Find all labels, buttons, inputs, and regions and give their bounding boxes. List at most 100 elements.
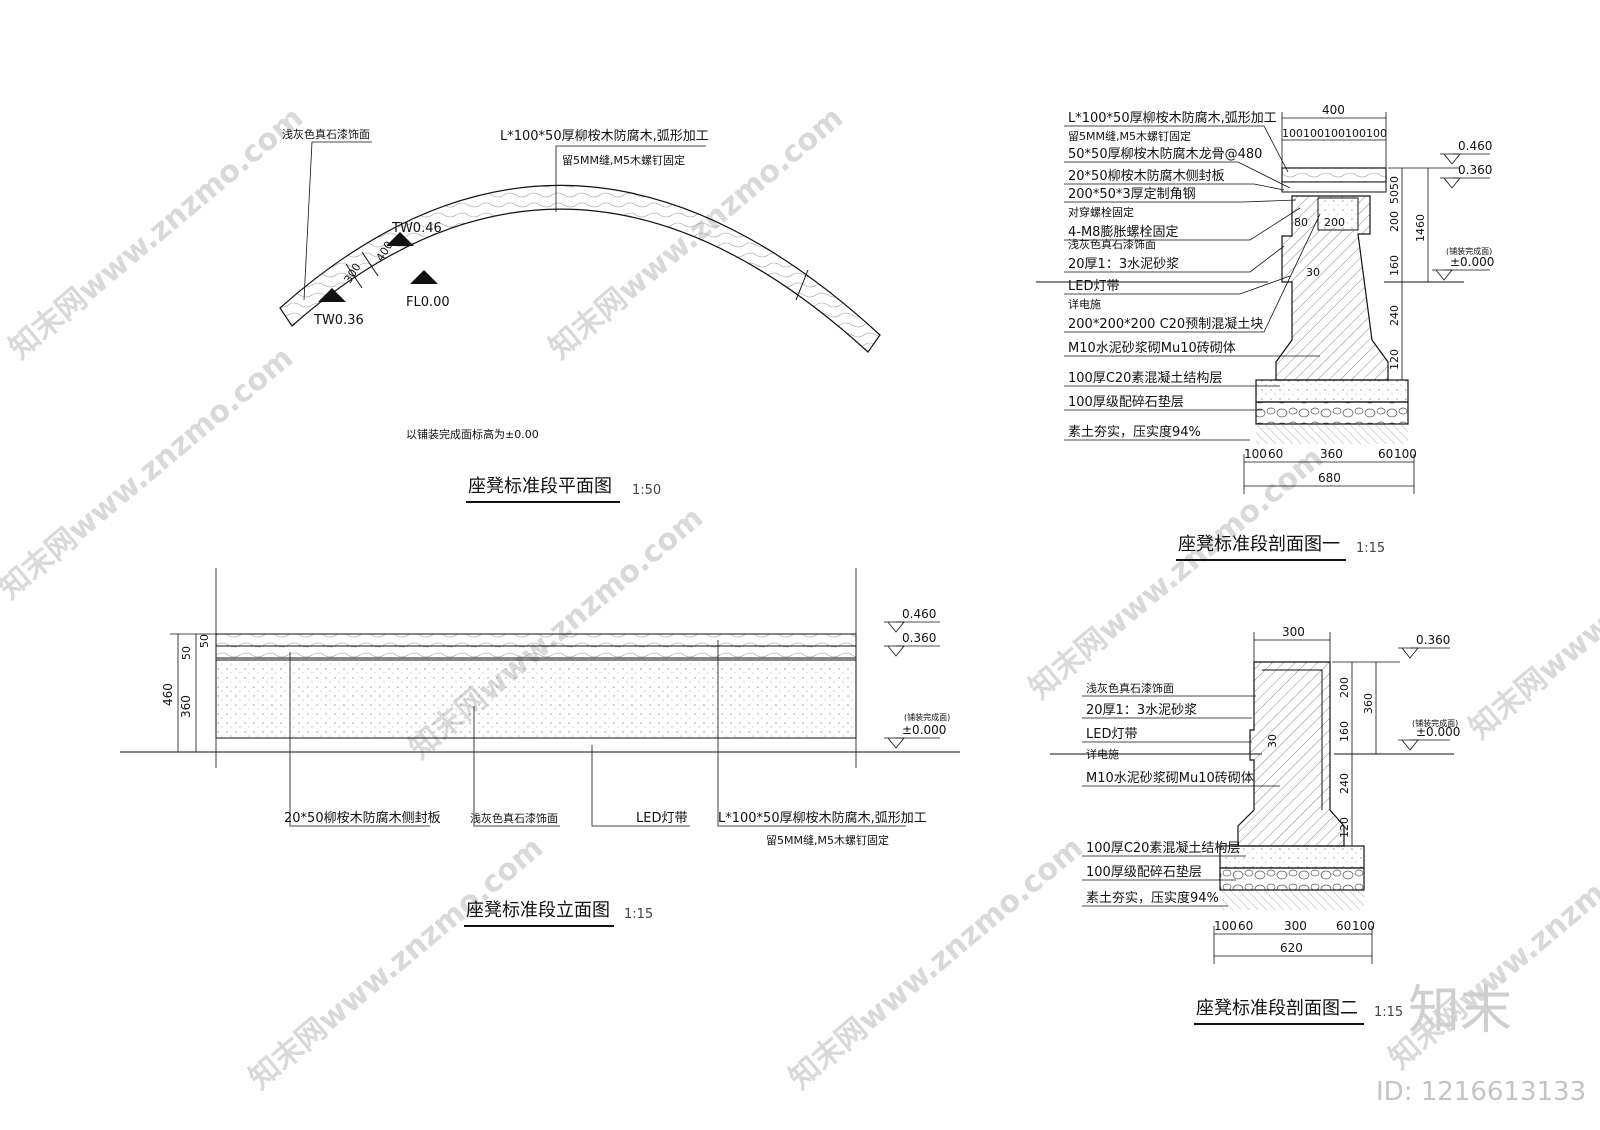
s1-bdim-100b: 100 bbox=[1394, 447, 1417, 461]
elev-level-seat: 0.360 bbox=[902, 631, 936, 645]
s1-label-10: 详电施 bbox=[1068, 297, 1101, 311]
s1-dim-50b: 50 bbox=[1388, 190, 1401, 204]
s1-concrete-layer bbox=[1255, 379, 1409, 403]
watermark-logo: 知末 bbox=[1408, 981, 1512, 1041]
s1-label-7: 浅灰色真石漆饰面 bbox=[1068, 237, 1156, 251]
plan-note: 以铺装完成面标高为±0.00 bbox=[406, 427, 539, 441]
s2-label-5: 100厚C20素混凝土结构层 bbox=[1086, 840, 1240, 856]
s1-dim-120: 120 bbox=[1388, 349, 1401, 370]
elev-label-side: 20*50柳桉木防腐木侧封板 bbox=[284, 810, 441, 826]
s2-label-7: 素土夯实，压实度94% bbox=[1086, 890, 1219, 906]
s1-dim-200: 200 bbox=[1388, 211, 1401, 232]
s2-label-6: 100厚级配碎石垫层 bbox=[1086, 864, 1202, 880]
s2-concrete-layer bbox=[1219, 845, 1365, 869]
s1-label-2: 50*50厚柳桉木防腐木龙骨@480 bbox=[1068, 146, 1262, 162]
s1-label-9: LED灯带 bbox=[1068, 279, 1119, 294]
watermark-id: ID: 1216613133 bbox=[1376, 1077, 1586, 1107]
s1-label-4: 200*50*3厚定制角钢 bbox=[1068, 187, 1196, 202]
s1-inner-80: 80 bbox=[1294, 216, 1308, 229]
s2-gravel-layer bbox=[1219, 867, 1365, 891]
elev-label-wood-1: L*100*50厚柳桉木防腐木,弧形加工 bbox=[718, 810, 927, 826]
elevation-scale: 1:15 bbox=[624, 907, 653, 922]
s1-gravel-layer bbox=[1255, 401, 1409, 425]
s1-soil-layer bbox=[1256, 424, 1408, 444]
s2-label-2: LED灯带 bbox=[1086, 727, 1137, 742]
s1-dim-1460: 1460 bbox=[1414, 214, 1427, 242]
s2-label-4: M10水泥砂浆砌Mu10砖砌体 bbox=[1086, 771, 1254, 786]
s1-top-slats bbox=[1281, 167, 1387, 183]
s2-dim-240: 240 bbox=[1338, 773, 1351, 794]
s2-label-1: 20厚1：3水泥砂浆 bbox=[1086, 703, 1197, 718]
s2-brick-body bbox=[1237, 661, 1345, 847]
s2-level-ground: ±0.000 bbox=[1416, 725, 1460, 739]
s2-label-stack: 浅灰色真石漆饰面 20厚1：3水泥砂浆 LED灯带 详电施 M10水泥砂浆砌Mu… bbox=[1082, 681, 1280, 907]
s2-level-ground-note: (铺装完成面) bbox=[1412, 718, 1458, 728]
elev-level-ground: ±0.000 bbox=[902, 723, 946, 737]
s1-label-3: 20*50柳桉木防腐木侧封板 bbox=[1068, 168, 1225, 184]
elev-dim-460: 460 bbox=[161, 683, 175, 706]
plan-tw-upper: TW0.46 bbox=[391, 221, 442, 236]
s1-inner-200: 200 bbox=[1324, 216, 1345, 229]
s2-dim-360: 360 bbox=[1362, 693, 1375, 714]
s1-bdim-total: 680 bbox=[1318, 471, 1341, 485]
s1-level-top: 0.460 bbox=[1458, 139, 1492, 153]
plan-fl: FL0.00 bbox=[406, 295, 450, 310]
s1-level-seat: 0.360 bbox=[1458, 163, 1492, 177]
s2-bdim-60b: 60 bbox=[1336, 919, 1351, 933]
plan-arc-seat bbox=[279, 184, 881, 353]
s1-bdim-60b: 60 bbox=[1378, 447, 1393, 461]
elev-side-board bbox=[215, 645, 857, 659]
s2-inner-30: 30 bbox=[1266, 734, 1279, 748]
watermark-text: 知末网www.znzmo.com bbox=[783, 830, 1090, 1096]
s2-soil-layer bbox=[1220, 890, 1364, 910]
s1-label-12: M10水泥砂浆砌Mu10砖砌体 bbox=[1068, 341, 1236, 356]
s1-level-ground: ±0.000 bbox=[1450, 255, 1494, 269]
watermark-text: 知末网www.znzmo.com bbox=[3, 100, 310, 366]
s1-dim-240: 240 bbox=[1388, 305, 1401, 326]
s2-bdim-100a: 100 bbox=[1214, 919, 1237, 933]
s1-label-15: 素土夯实，压实度94% bbox=[1068, 424, 1201, 440]
s1-bdim-60a: 60 bbox=[1268, 447, 1283, 461]
plan-label-finish: 浅灰色真石漆饰面 bbox=[282, 127, 370, 141]
s2-bdim-100b: 100 bbox=[1352, 919, 1375, 933]
s2-bdim-total: 620 bbox=[1280, 941, 1303, 955]
s2-level-seat: 0.360 bbox=[1416, 633, 1450, 647]
plan-title: 座凳标准段平面图 bbox=[468, 476, 612, 497]
s1-label-0: L*100*50厚柳桉木防腐木,弧形加工 bbox=[1068, 110, 1277, 126]
section1-title: 座凳标准段剖面图一 bbox=[1178, 534, 1340, 555]
elev-label-finish: 浅灰色真石漆饰面 bbox=[470, 811, 558, 825]
s2-dim-top: 300 bbox=[1282, 625, 1305, 639]
elev-dim-50b: 50 bbox=[198, 634, 211, 648]
elev-label-led: LED灯带 bbox=[636, 811, 687, 826]
elev-dim-360: 360 bbox=[179, 695, 193, 718]
plan-tw-lower: TW0.36 bbox=[313, 313, 364, 328]
s1-label-1: 留5MM缝,M5木螺钉固定 bbox=[1068, 129, 1191, 143]
section1-view: 400 100100100100100 80 200 30 50 50 200 … bbox=[1036, 103, 1494, 561]
s2-bdim-60a: 60 bbox=[1238, 919, 1253, 933]
elev-level-top: 0.460 bbox=[902, 607, 936, 621]
s2-bdim-300: 300 bbox=[1284, 919, 1307, 933]
s1-label-6: 4-M8膨胀螺栓固定 bbox=[1068, 225, 1178, 240]
watermark-text: 知末网www.znzmo.com bbox=[1463, 480, 1600, 746]
elev-label-wood-2: 留5MM缝,M5木螺钉固定 bbox=[766, 833, 889, 847]
section2-title: 座凳标准段剖面图二 bbox=[1196, 998, 1358, 1019]
s1-inner-30: 30 bbox=[1306, 266, 1320, 279]
s2-dim-120: 120 bbox=[1338, 817, 1351, 838]
elevation-view: 460 360 50 50 0.460 0.360 (铺装完成面) ±0.000… bbox=[120, 568, 960, 927]
elev-dim-50a: 50 bbox=[180, 646, 193, 660]
elev-body bbox=[215, 659, 857, 739]
s1-level-ground-note: (铺装完成面) bbox=[1446, 246, 1492, 256]
elev-level-ground-note: (铺装完成面) bbox=[904, 712, 950, 722]
s2-dim-200: 200 bbox=[1338, 677, 1351, 698]
s2-label-3: 详电施 bbox=[1086, 747, 1119, 761]
s1-dim-width: 400 bbox=[1322, 103, 1345, 117]
s1-bdim-100a: 100 bbox=[1244, 447, 1267, 461]
watermark-text: 知末网www.znzmo.com bbox=[0, 340, 300, 606]
s2-dim-160: 160 bbox=[1338, 721, 1351, 742]
s1-label-11: 200*200*200 C20预制混凝土块 bbox=[1068, 316, 1263, 332]
plan-label-wood-1: L*100*50厚柳桉木防腐木,弧形加工 bbox=[500, 128, 709, 144]
elev-top-slat bbox=[215, 633, 857, 647]
section2-scale: 1:15 bbox=[1374, 1005, 1403, 1020]
plan-scale: 1:50 bbox=[632, 483, 661, 498]
s1-bdim-360: 360 bbox=[1320, 447, 1343, 461]
